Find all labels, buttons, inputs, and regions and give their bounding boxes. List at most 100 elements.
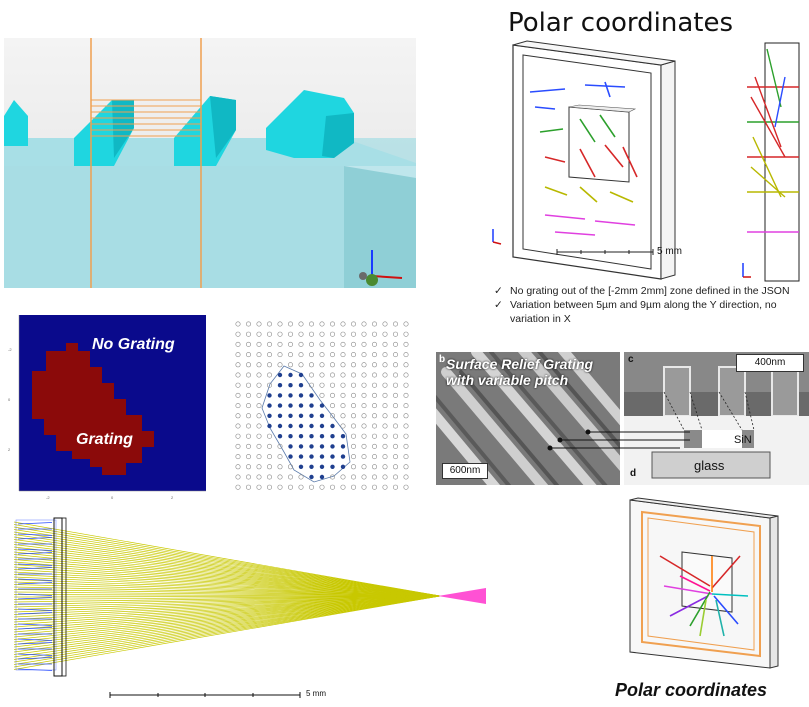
grid-dot <box>256 392 262 398</box>
grid-dot <box>393 321 399 327</box>
grid-dot <box>309 444 314 449</box>
grid-dot <box>266 362 272 368</box>
ray-line <box>13 595 441 605</box>
sem-scale-right: 400nm <box>736 354 804 372</box>
grid-dot <box>309 352 315 358</box>
ray-line <box>13 526 441 597</box>
grid-dot <box>309 393 314 398</box>
grid-dot <box>256 362 262 368</box>
note-item: ✓ Variation between 5µm and 9µm along th… <box>494 298 794 326</box>
grid-dot <box>340 454 346 459</box>
ray-line <box>13 571 441 597</box>
grid-dot <box>361 321 367 327</box>
polar-title-top: Polar coordinates <box>508 8 733 38</box>
grid-dot <box>235 423 241 429</box>
ray-line <box>13 554 441 597</box>
grid-dot <box>319 464 325 469</box>
grid-dot <box>256 464 262 470</box>
grid-dot <box>330 341 336 347</box>
grid-dot <box>340 474 346 480</box>
grid-dot <box>298 423 304 429</box>
grid-dot <box>309 362 315 368</box>
grid-dot <box>235 362 241 368</box>
grid-dot <box>267 393 272 398</box>
sem-connector-lines <box>547 429 690 451</box>
ray-trace-panel: 5 mm <box>10 512 490 702</box>
grid-dot <box>309 331 315 337</box>
grid-dot <box>235 464 241 470</box>
grid-dot <box>340 484 346 490</box>
grid-dot <box>309 372 315 378</box>
check-icon: ✓ <box>494 299 503 311</box>
ray-line <box>13 595 441 600</box>
ray-line <box>13 546 441 597</box>
grid-dot <box>372 413 378 419</box>
ray-trace-svg <box>13 517 486 698</box>
grid-dot <box>266 484 272 490</box>
grid-dot <box>330 321 336 327</box>
grid-dot <box>298 444 304 449</box>
grid-dot <box>277 454 283 460</box>
grid-dot <box>403 341 409 347</box>
grid-dot <box>393 341 399 347</box>
grid-dot <box>246 464 252 470</box>
grid-dot <box>393 403 399 409</box>
grid-dot <box>403 433 409 439</box>
blue-ray-segment <box>17 608 53 611</box>
grid-dot <box>277 352 283 358</box>
ray-line <box>13 595 441 620</box>
grid-dot <box>277 464 283 470</box>
grid-dot <box>256 382 262 388</box>
grid-dot <box>372 321 378 327</box>
grid-dot <box>382 382 388 388</box>
polar-frame-3d-svg <box>629 497 779 669</box>
grid-dot <box>351 403 357 409</box>
grid-dot <box>340 434 346 439</box>
ray-line <box>13 595 441 638</box>
sem-scale-left: 600nm <box>442 463 488 479</box>
grid-dot <box>330 372 336 378</box>
ray-line <box>13 536 441 597</box>
grid-dot <box>403 484 409 490</box>
grid-dot <box>319 362 325 368</box>
ray-line <box>13 595 441 615</box>
svg-text:2: 2 <box>171 495 174 500</box>
ray-line <box>13 595 441 610</box>
grid-dot <box>277 423 283 429</box>
ray-line <box>13 521 441 597</box>
grid-dot <box>235 341 241 347</box>
grid-dot <box>393 484 399 490</box>
grid-dot <box>372 372 378 378</box>
grid-dot <box>309 403 314 408</box>
grid-dot <box>298 352 304 358</box>
grid-dot <box>340 382 346 388</box>
grating-label: Grating <box>76 431 133 448</box>
grid-dot <box>403 454 409 460</box>
blue-ray-segment <box>17 552 53 555</box>
ray-line <box>13 581 441 597</box>
grid-dot <box>393 423 399 429</box>
grid-dot <box>319 403 325 408</box>
grid-dot <box>235 413 241 419</box>
grid-dot <box>382 352 388 358</box>
grid-dot <box>372 403 378 409</box>
prism-1 <box>4 100 28 146</box>
grid-dot <box>372 454 378 460</box>
grid-dot <box>351 341 357 347</box>
grid-dot <box>235 372 241 378</box>
grid-dot <box>246 331 252 337</box>
grid-dot <box>277 474 283 480</box>
ray-line <box>13 561 441 597</box>
blue-ray-segment <box>17 537 53 540</box>
prism-3 <box>174 96 236 166</box>
grid-dot <box>382 464 388 470</box>
grid-dot <box>277 413 283 418</box>
grid-dot <box>256 413 262 419</box>
ray-line <box>13 595 441 630</box>
grid-dot <box>309 341 315 347</box>
grid-dot <box>382 474 388 480</box>
grid-dot <box>256 484 262 490</box>
grid-dot <box>287 484 293 490</box>
grid-dot <box>351 392 357 398</box>
grid-dot <box>277 484 283 490</box>
